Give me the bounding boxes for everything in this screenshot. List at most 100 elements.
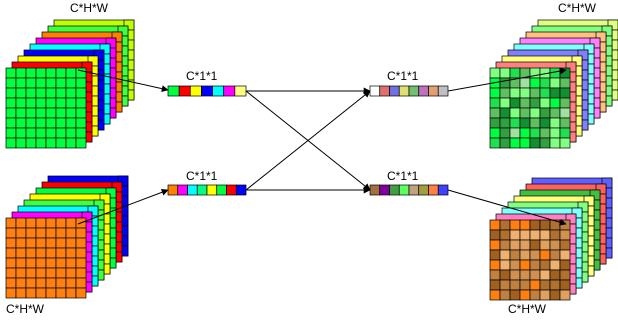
grid-cell xyxy=(5,87,17,99)
grid-cell xyxy=(499,117,511,129)
grid-cell xyxy=(519,127,531,139)
grid-cell xyxy=(519,117,531,129)
vector-cell xyxy=(206,184,218,196)
grid-cell xyxy=(15,87,27,99)
vector-cell xyxy=(437,85,449,97)
grid-cell xyxy=(529,87,541,99)
grid-cell xyxy=(499,87,511,99)
grid-cell xyxy=(519,249,531,261)
grid-cell xyxy=(529,229,541,241)
grid-cell xyxy=(75,227,87,239)
grid-cell xyxy=(559,249,571,261)
grid-cell xyxy=(75,97,87,109)
grid-cell xyxy=(5,137,17,149)
grid-cell xyxy=(25,247,37,259)
grid-cell xyxy=(15,267,27,279)
grid-cell xyxy=(559,67,571,79)
grid-cell xyxy=(519,97,531,109)
grid-cell xyxy=(559,279,571,291)
grid-cell xyxy=(559,259,571,271)
grid-cell xyxy=(559,87,571,99)
grid-cell xyxy=(55,77,67,89)
vector-cell xyxy=(189,85,202,97)
grid-cell xyxy=(539,87,551,99)
grid-cell xyxy=(559,289,571,301)
grid-cell xyxy=(75,277,87,289)
grid-cell xyxy=(489,67,501,79)
grid-cell xyxy=(529,137,541,149)
grid-cell xyxy=(75,67,87,79)
grid-cell xyxy=(65,227,77,239)
output-feature-stack-top xyxy=(489,19,618,149)
grid-cell xyxy=(5,227,17,239)
grid-cell xyxy=(55,217,67,229)
vector-cell xyxy=(178,85,191,97)
vector-cell xyxy=(389,85,400,97)
grid-cell xyxy=(55,67,67,79)
grid-cell xyxy=(35,217,47,229)
grid-cell xyxy=(5,117,17,129)
grid-cell xyxy=(489,97,501,109)
grid-cell xyxy=(35,257,47,269)
grid-cell xyxy=(499,77,511,89)
vector-cell xyxy=(216,184,227,196)
grid-cell xyxy=(5,97,17,109)
grid-cell xyxy=(519,279,531,291)
label-vector-top-right: C*1*1 xyxy=(387,69,419,83)
grid-cell xyxy=(65,287,77,299)
grid-cell xyxy=(75,257,87,269)
grid-cell xyxy=(509,137,521,149)
grid-cell xyxy=(499,97,511,109)
vector-cell xyxy=(177,184,188,196)
grid-cell xyxy=(15,237,27,249)
grid-cell xyxy=(489,239,501,251)
grid-cell xyxy=(35,267,47,279)
grid-cell xyxy=(25,97,37,109)
grid-cell xyxy=(529,249,541,261)
grid-cell xyxy=(35,227,47,239)
grid-cell xyxy=(509,259,521,271)
grid-cell xyxy=(5,257,17,269)
grid-cell xyxy=(25,137,37,149)
grid-cell xyxy=(45,87,57,99)
grid-cell xyxy=(489,87,501,99)
grid-cell xyxy=(55,287,67,299)
arrow-vector-to-bottom-output xyxy=(447,189,567,226)
grid-cell xyxy=(15,217,27,229)
channel-vector-bottom-right xyxy=(369,184,449,196)
grid-cell xyxy=(519,239,531,251)
grid-cell xyxy=(529,279,541,291)
grid-cell xyxy=(539,107,551,119)
grid-cell xyxy=(65,127,77,139)
vector-cell xyxy=(437,184,449,196)
grid-cell xyxy=(509,117,521,129)
grid-cell xyxy=(35,67,47,79)
grid-cell xyxy=(519,229,531,241)
grid-cell xyxy=(509,249,521,261)
grid-cell xyxy=(499,127,511,139)
grid-cell xyxy=(15,277,27,289)
grid-cell xyxy=(35,97,47,109)
label-vector-top-left: C*1*1 xyxy=(186,69,218,83)
grid-cell xyxy=(45,127,57,139)
grid-cell xyxy=(549,269,561,281)
grid-cell xyxy=(559,107,571,119)
grid-cell xyxy=(25,127,37,139)
vector-cell xyxy=(418,184,429,196)
grid-cell xyxy=(519,219,531,231)
grid-cell xyxy=(35,87,47,99)
grid-cell xyxy=(549,137,561,149)
label-output-top: C*H*W xyxy=(558,1,597,15)
grid-cell xyxy=(509,279,521,291)
vector-cell xyxy=(389,184,400,196)
grid-cell xyxy=(499,279,511,291)
grid-cell xyxy=(45,247,57,259)
grid-cell xyxy=(35,137,47,149)
grid-cell xyxy=(15,287,27,299)
grid-cell xyxy=(75,247,87,259)
grid-cell xyxy=(55,267,67,279)
grid-cell xyxy=(549,259,561,271)
vector-cell xyxy=(428,184,439,196)
grid-cell xyxy=(539,137,551,149)
vector-cell xyxy=(196,184,208,196)
